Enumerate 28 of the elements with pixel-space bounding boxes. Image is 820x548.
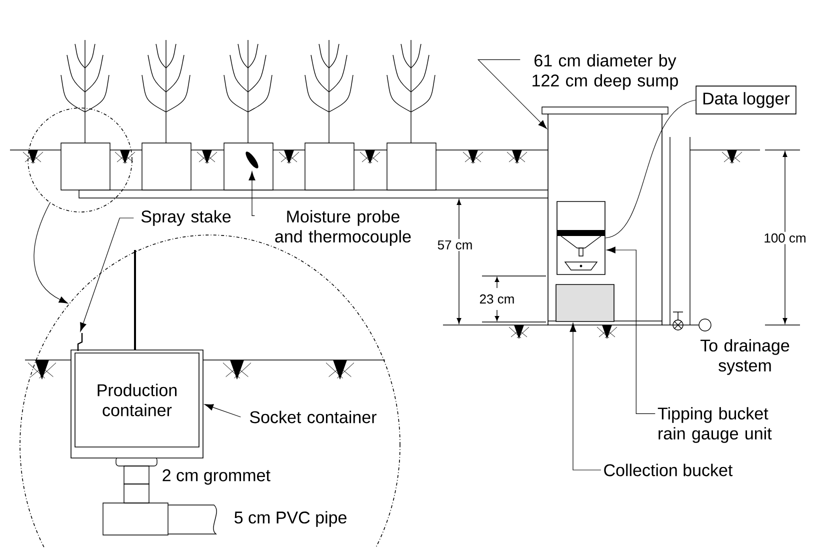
callout-text: Moisture probe and thermocouple (275, 210, 411, 246)
socket-container (70, 350, 204, 458)
spray-stake (77, 333, 83, 351)
collection-bucket (556, 284, 614, 322)
label-text: 2 cm grommet (162, 469, 270, 485)
dimension-label: 57 cm (436, 238, 474, 252)
production-container: Production container (74, 352, 200, 448)
label-text: 5 cm PVC pipe (234, 511, 346, 527)
tipping-bucket-gauge (556, 201, 606, 275)
callout-text: Spray stake (141, 210, 231, 226)
detail-circle (28, 108, 132, 212)
leader-line (80, 218, 134, 332)
moisture-probe (246, 152, 258, 168)
dimension-label: 23 cm (478, 292, 516, 306)
data-logger-box: Data logger (696, 86, 796, 114)
leader-line (248, 171, 256, 216)
label-text: To drainage system (700, 339, 790, 375)
callout-text: 61 cm diameter by 122 cm deep sump (532, 54, 678, 90)
callout-text: Collection bucket (604, 464, 733, 476)
dimension-label: 100 cm (762, 232, 808, 244)
leader-line (477, 59, 547, 129)
leader-line (570, 322, 602, 470)
detail-arrow (34, 202, 68, 304)
callout-text: Socket container (250, 410, 376, 424)
leader-line (204, 404, 241, 418)
leader-line (606, 246, 656, 414)
cable (605, 100, 696, 238)
callout-text: Tipping bucket rain gauge unit (658, 407, 772, 443)
